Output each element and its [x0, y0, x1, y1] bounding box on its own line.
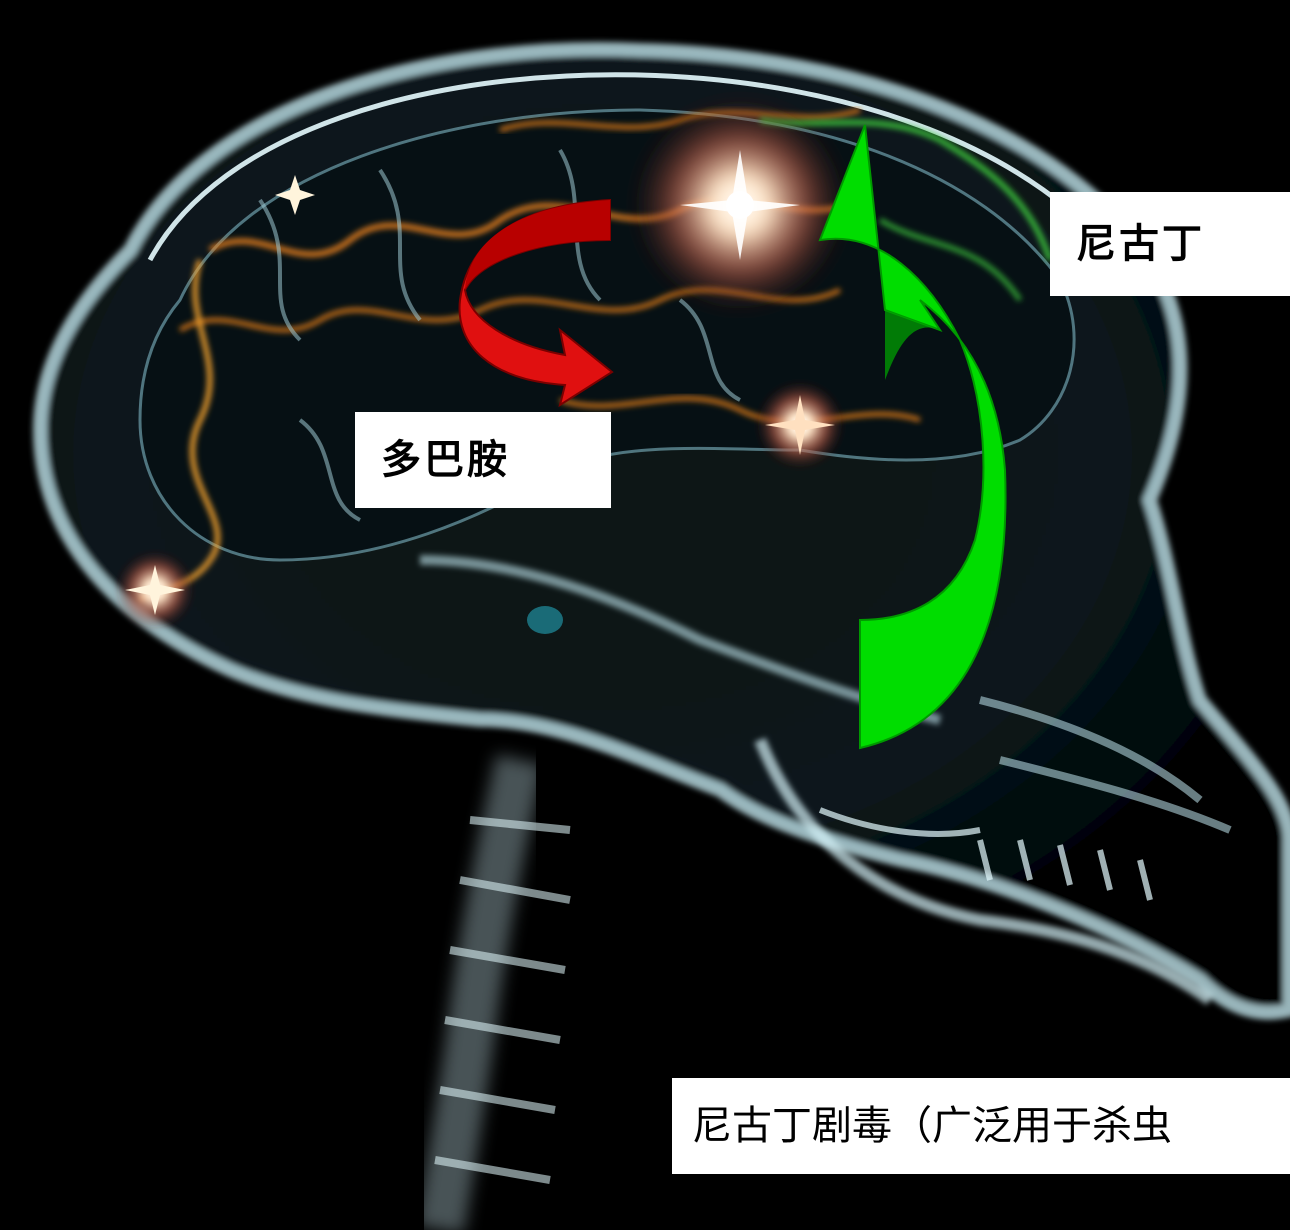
nicotine-toxicity-caption: 尼古丁剧毒（广泛用于杀虫 — [672, 1078, 1290, 1174]
nicotine-curved-arrow-icon — [818, 124, 1007, 750]
nicotine-label: 尼古丁 — [1050, 192, 1290, 296]
dopamine-curved-arrow-icon — [458, 198, 614, 408]
dopamine-label: 多巴胺 — [355, 412, 611, 508]
brain-flashes — [115, 95, 850, 630]
